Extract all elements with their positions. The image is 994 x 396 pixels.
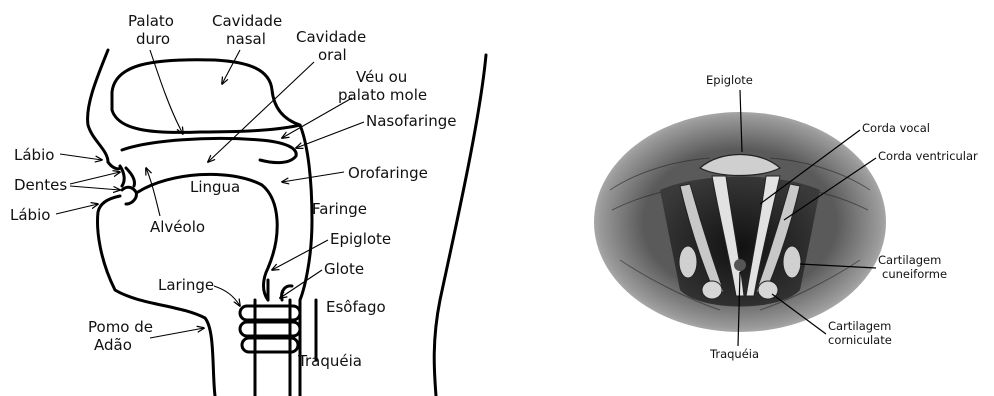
label-cartilagem-cuneiforme-line2: cuneiforme [882, 267, 947, 281]
label-orofaringe: Orofaringe [348, 164, 428, 182]
label-veu-line1: Véu ou [356, 68, 407, 86]
arrow-labio-inferior [56, 204, 98, 214]
label-faringe: Faringe [312, 200, 367, 218]
upper-lip-outline [108, 162, 120, 169]
label-alveolo: Alvéolo [150, 218, 205, 236]
label-corda-vocal: Corda vocal [862, 121, 930, 135]
neck-back-outline [434, 55, 486, 396]
tracheal-lumen [734, 259, 746, 271]
arrow-dentes-upper [70, 172, 120, 184]
label-esofago: Esôfago [326, 298, 386, 316]
label-glote: Glote [324, 260, 364, 278]
face-profile-outline [88, 50, 108, 162]
label-cavidade-nasal-line1: Cavidade [212, 12, 282, 30]
left-diagram-labels: Palato duro Cavidade nasal Cavidade oral… [10, 12, 456, 370]
label-lingua: Lingua [190, 178, 240, 196]
arrow-cavidade-nasal [222, 50, 240, 84]
label-nasofaringe: Nasofaringe [366, 112, 456, 130]
label-epiglote-right: Epiglote [706, 73, 753, 87]
arrow-dentes-lower [70, 186, 120, 190]
label-pomo-line1: Pomo de [88, 318, 153, 336]
larynx-illustration [594, 112, 886, 332]
lower-teeth-outline [122, 187, 136, 204]
label-palato-duro-line2: duro [136, 30, 170, 48]
label-cavidade-oral-line2: oral [318, 46, 347, 64]
label-cavidade-nasal-line2: nasal [226, 30, 266, 48]
label-corda-ventricular: Corda ventricular [878, 149, 978, 163]
arrow-alveolo [146, 168, 160, 216]
nasal-cavity-outline [112, 60, 300, 133]
arrow-veu [282, 98, 352, 138]
label-traqueia-right: Traquéia [709, 347, 759, 361]
arrow-epiglote [272, 240, 328, 270]
arrow-labio-superior [60, 154, 102, 160]
label-cartilagem-corniculate-line2: corniculate [828, 333, 892, 347]
label-labio-inferior: Lábio [10, 206, 50, 224]
label-veu-line2: palato mole [338, 86, 427, 104]
arrow-orofaringe [282, 172, 344, 182]
label-cartilagem-corniculate-line1: Cartilagem [828, 319, 891, 333]
label-pomo-line2: Adão [94, 336, 132, 354]
label-labio-superior: Lábio [14, 146, 54, 164]
label-epiglote: Epiglote [330, 230, 391, 248]
arrow-nasofaringe [296, 122, 364, 148]
label-palato-duro-line1: Palato [128, 12, 174, 30]
glottis-outline [268, 280, 292, 300]
label-traqueia-left: Traquéia [297, 352, 362, 370]
cuneiform-cartilage-right [783, 246, 801, 278]
label-cartilagem-cuneiforme-line1: Cartilagem [878, 253, 941, 267]
corniculate-cartilage-left [702, 281, 722, 299]
upper-teeth-outline [120, 166, 135, 186]
hard-palate-outline [122, 138, 296, 162]
label-cavidade-oral-line1: Cavidade [296, 28, 366, 46]
cuneiform-cartilage-left [679, 246, 697, 278]
label-laringe: Laringe [158, 276, 214, 294]
label-dentes: Dentes [14, 176, 67, 194]
arrow-laringe [214, 286, 240, 306]
arrow-pomo [150, 328, 204, 338]
